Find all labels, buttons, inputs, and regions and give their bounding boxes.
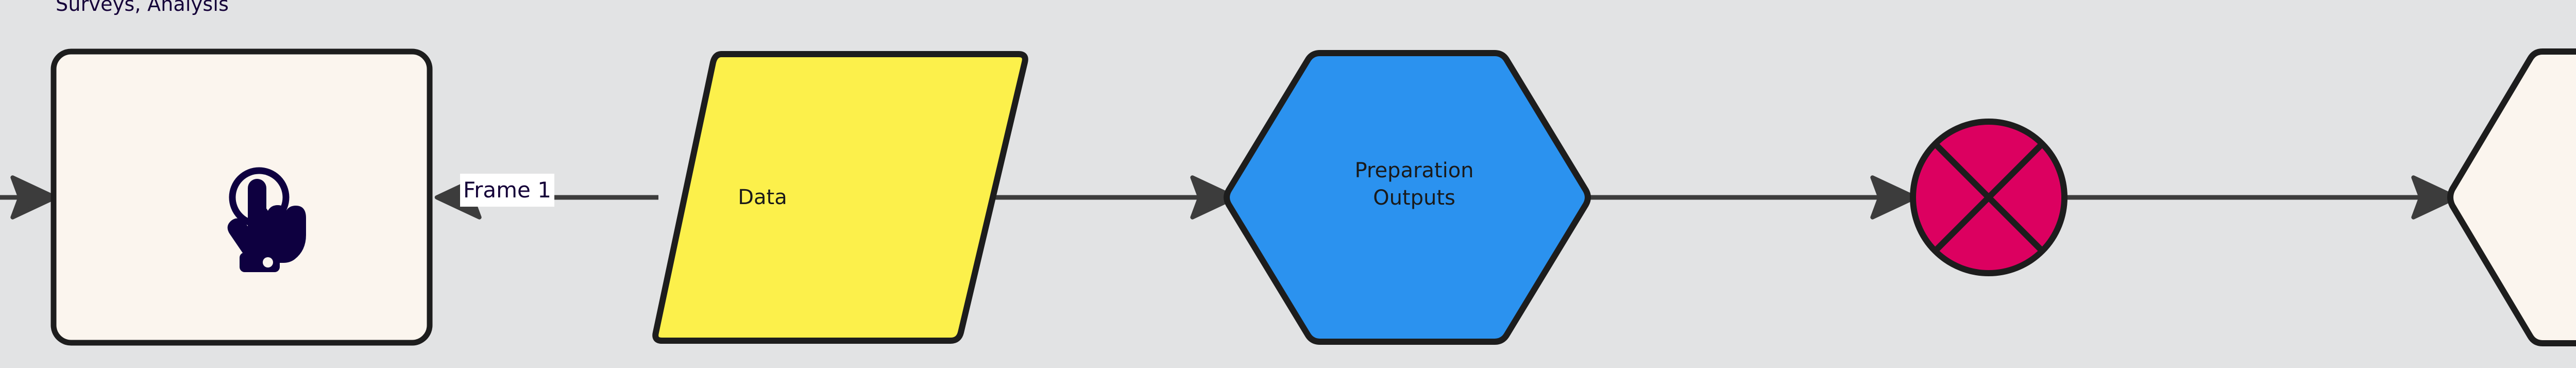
node-data[interactable] bbox=[652, 51, 1028, 344]
node-surveys-analysis-reports[interactable] bbox=[2447, 48, 2576, 346]
node-junction[interactable] bbox=[1910, 119, 2067, 276]
frame-label[interactable]: Frame 1 bbox=[460, 174, 554, 207]
node-start[interactable] bbox=[50, 48, 433, 346]
tap-hand-icon bbox=[227, 167, 306, 272]
board-title: Surveys, Analysis bbox=[56, 0, 229, 15]
node-preparation-outputs[interactable] bbox=[1224, 50, 1591, 345]
